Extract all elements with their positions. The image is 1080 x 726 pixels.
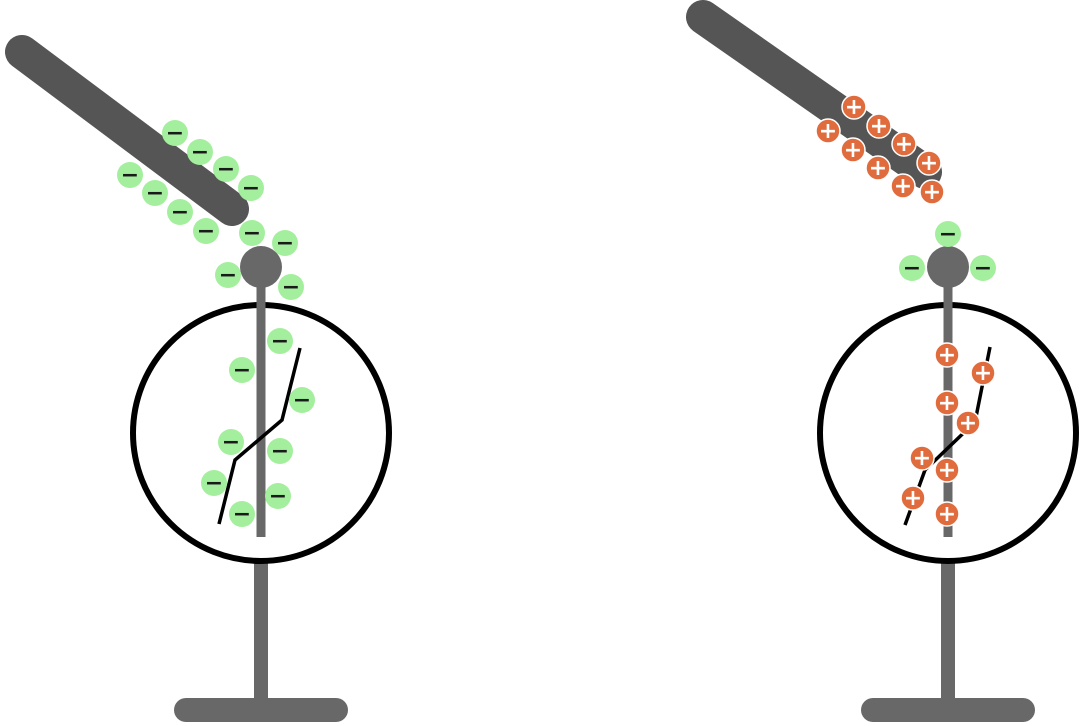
positive-symbol: + — [913, 446, 931, 471]
positive-charge-icon: + — [866, 113, 892, 139]
negative-symbol: − — [271, 439, 289, 464]
positive-charge-icon: + — [919, 179, 945, 205]
positive-symbol: + — [938, 502, 956, 527]
negative-symbol: − — [269, 484, 287, 509]
negative-charge-icon: − — [215, 262, 241, 288]
positive-charge-icon: + — [970, 360, 996, 386]
positive-symbol: + — [869, 156, 887, 181]
positive-symbol: + — [920, 151, 938, 176]
negative-charge-icon: − — [167, 199, 193, 225]
negative-charge-icon: − — [229, 357, 255, 383]
positive-charge-icon: + — [916, 150, 942, 176]
negative-symbol: − — [276, 231, 294, 256]
positive-symbol: + — [895, 132, 913, 157]
negative-symbol: − — [233, 358, 251, 383]
positive-charge-icon: + — [841, 94, 867, 120]
right-knob — [927, 246, 969, 288]
negative-charge-icon: − — [229, 501, 255, 527]
left-leaf — [217, 347, 302, 525]
negative-charge-icon: − — [265, 483, 291, 509]
negative-symbol: − — [903, 256, 921, 281]
negative-symbol: − — [293, 388, 311, 413]
negative-symbol: − — [243, 221, 261, 246]
left-electroscope — [130, 246, 392, 722]
positive-charge-icon: + — [934, 342, 960, 368]
positive-charge-icon: + — [909, 445, 935, 471]
positive-charge-icon: + — [891, 131, 917, 157]
positive-symbol: + — [844, 138, 862, 163]
negative-charge-icon: − — [935, 221, 961, 247]
positive-charge-icon: + — [890, 173, 916, 199]
negative-symbol: − — [171, 200, 189, 225]
negative-charge-icon: − — [213, 156, 239, 182]
positive-charge-icon: + — [900, 485, 926, 511]
negative-charge-icon: − — [162, 120, 188, 146]
negative-charge-icon: − — [117, 162, 143, 188]
negative-symbol: − — [217, 157, 235, 182]
positive-symbol: + — [923, 180, 941, 205]
positive-charge-icon: + — [840, 137, 866, 163]
negative-symbol: − — [146, 181, 164, 206]
negative-charge-icon: − — [218, 429, 244, 455]
negative-symbol: − — [939, 222, 957, 247]
negative-charge-icon: − — [970, 255, 996, 281]
positive-charge-icon: + — [934, 501, 960, 527]
negative-symbol: − — [233, 502, 251, 527]
negative-charge-icon: − — [267, 328, 293, 354]
negative-charge-icon: − — [193, 218, 219, 244]
negative-symbol: − — [271, 329, 289, 354]
positive-symbol: + — [938, 391, 956, 416]
negative-charge-icon: − — [289, 387, 315, 413]
right-positive-charges: +++++++++++++++++ — [815, 94, 996, 527]
negative-charge-icon: − — [272, 230, 298, 256]
positive-symbol: + — [870, 114, 888, 139]
negative-charge-icon: − — [187, 139, 213, 165]
positive-charge-icon: + — [934, 390, 960, 416]
negative-symbol: − — [242, 176, 260, 201]
positive-symbol: + — [938, 458, 956, 483]
negative-symbol: − — [121, 163, 139, 188]
left-negative-charges: −−−−−−−−−−−−−−−−−−−− — [117, 120, 315, 527]
negative-symbol: − — [166, 121, 184, 146]
negative-symbol: − — [205, 471, 223, 496]
negative-symbol: − — [222, 430, 240, 455]
negative-charge-icon: − — [201, 470, 227, 496]
negative-symbol: − — [282, 275, 300, 300]
positive-symbol: + — [959, 411, 977, 436]
left-knob — [240, 246, 282, 288]
positive-symbol: + — [904, 486, 922, 511]
negative-symbol: − — [197, 219, 215, 244]
positive-symbol: + — [894, 174, 912, 199]
negative-charge-icon: − — [142, 180, 168, 206]
negative-charge-icon: − — [238, 175, 264, 201]
negative-symbol: − — [191, 140, 209, 165]
negative-symbol: − — [219, 263, 237, 288]
positive-charge-icon: + — [955, 410, 981, 436]
negative-symbol: − — [974, 256, 992, 281]
right-charged-rod — [686, 0, 942, 189]
negative-charge-icon: − — [267, 438, 293, 464]
positive-symbol: + — [974, 361, 992, 386]
positive-symbol: + — [938, 343, 956, 368]
positive-charge-icon: + — [934, 457, 960, 483]
negative-charge-icon: − — [899, 255, 925, 281]
right-negative-charges: −−− — [899, 221, 996, 281]
positive-charge-icon: + — [815, 118, 841, 144]
positive-charge-icon: + — [865, 155, 891, 181]
positive-symbol: + — [819, 119, 837, 144]
negative-charge-icon: − — [239, 220, 265, 246]
left-charged-rod — [5, 35, 249, 226]
positive-symbol: + — [845, 95, 863, 120]
negative-charge-icon: − — [278, 274, 304, 300]
